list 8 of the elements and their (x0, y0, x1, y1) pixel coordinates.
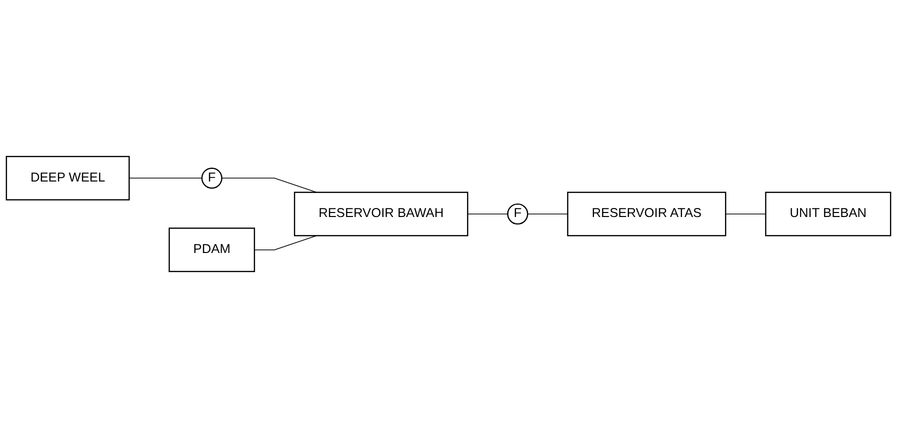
node-box: PDAM (168, 228, 256, 272)
node-circle: F (507, 203, 528, 225)
node-box: UNIT BEBAN (765, 192, 892, 236)
node-circle: F (201, 168, 222, 189)
connector (128, 178, 202, 179)
node-box: DEEP WEEL (6, 156, 130, 200)
node-box: RESERVOIR BAWAH (294, 192, 468, 236)
node-box: RESERVOIR ATAS (567, 192, 726, 236)
